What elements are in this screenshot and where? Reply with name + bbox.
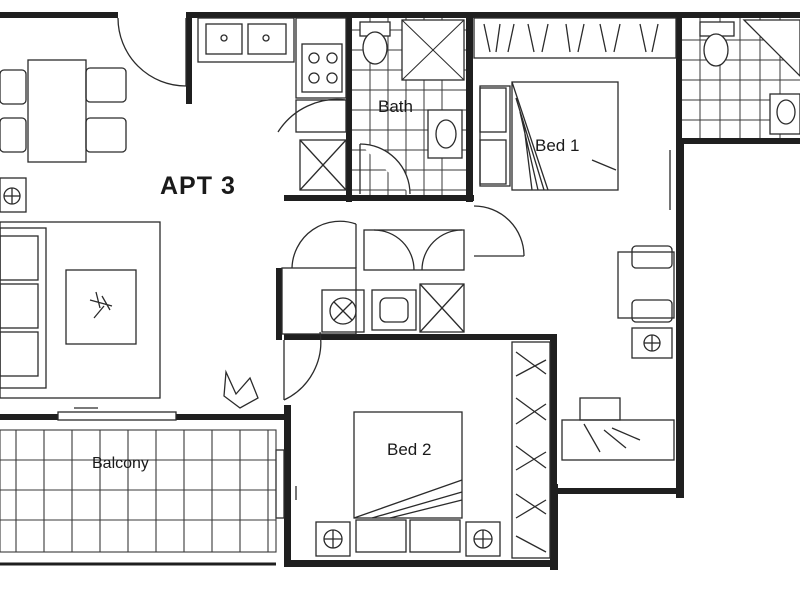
bathroom [352, 18, 466, 195]
room-label-balcony: Balcony [92, 455, 149, 472]
bedroom-2 [275, 341, 551, 559]
balcony-tiles [0, 429, 277, 566]
ensuite [682, 18, 800, 138]
kitchen [197, 17, 347, 191]
walls [0, 12, 800, 570]
apartment-label: APT 3 [160, 172, 236, 200]
room-label-bed-2: Bed 2 [387, 440, 432, 459]
room-label-bath: Bath [378, 97, 413, 116]
laundry [281, 220, 465, 335]
entry-door [117, 17, 187, 87]
bedroom-1 [473, 17, 677, 461]
room-label-bed-1: Bed 1 [535, 136, 580, 155]
living-room [0, 59, 322, 421]
